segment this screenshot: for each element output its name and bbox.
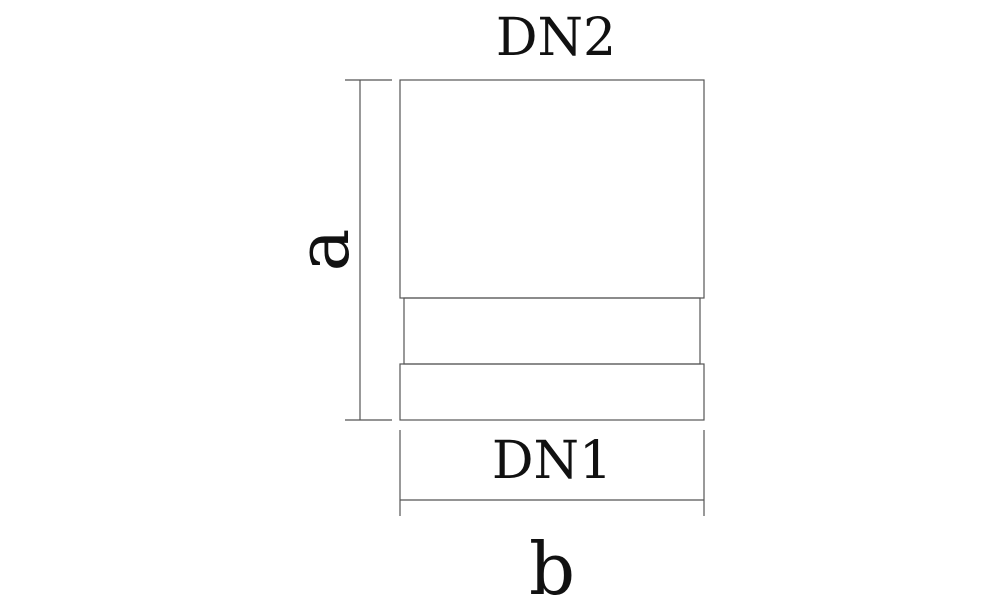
neck-section [403, 297, 701, 365]
height-dimension-label: a [281, 229, 365, 272]
bottom-diameter-label: DN1 [492, 431, 612, 491]
width-dimension: b [399, 430, 705, 600]
bottom-band [399, 363, 705, 421]
top-diameter-label: DN2 [496, 8, 616, 68]
upper-body [399, 79, 705, 299]
height-dimension: a [281, 79, 392, 421]
width-dimension-label: b [529, 527, 575, 600]
